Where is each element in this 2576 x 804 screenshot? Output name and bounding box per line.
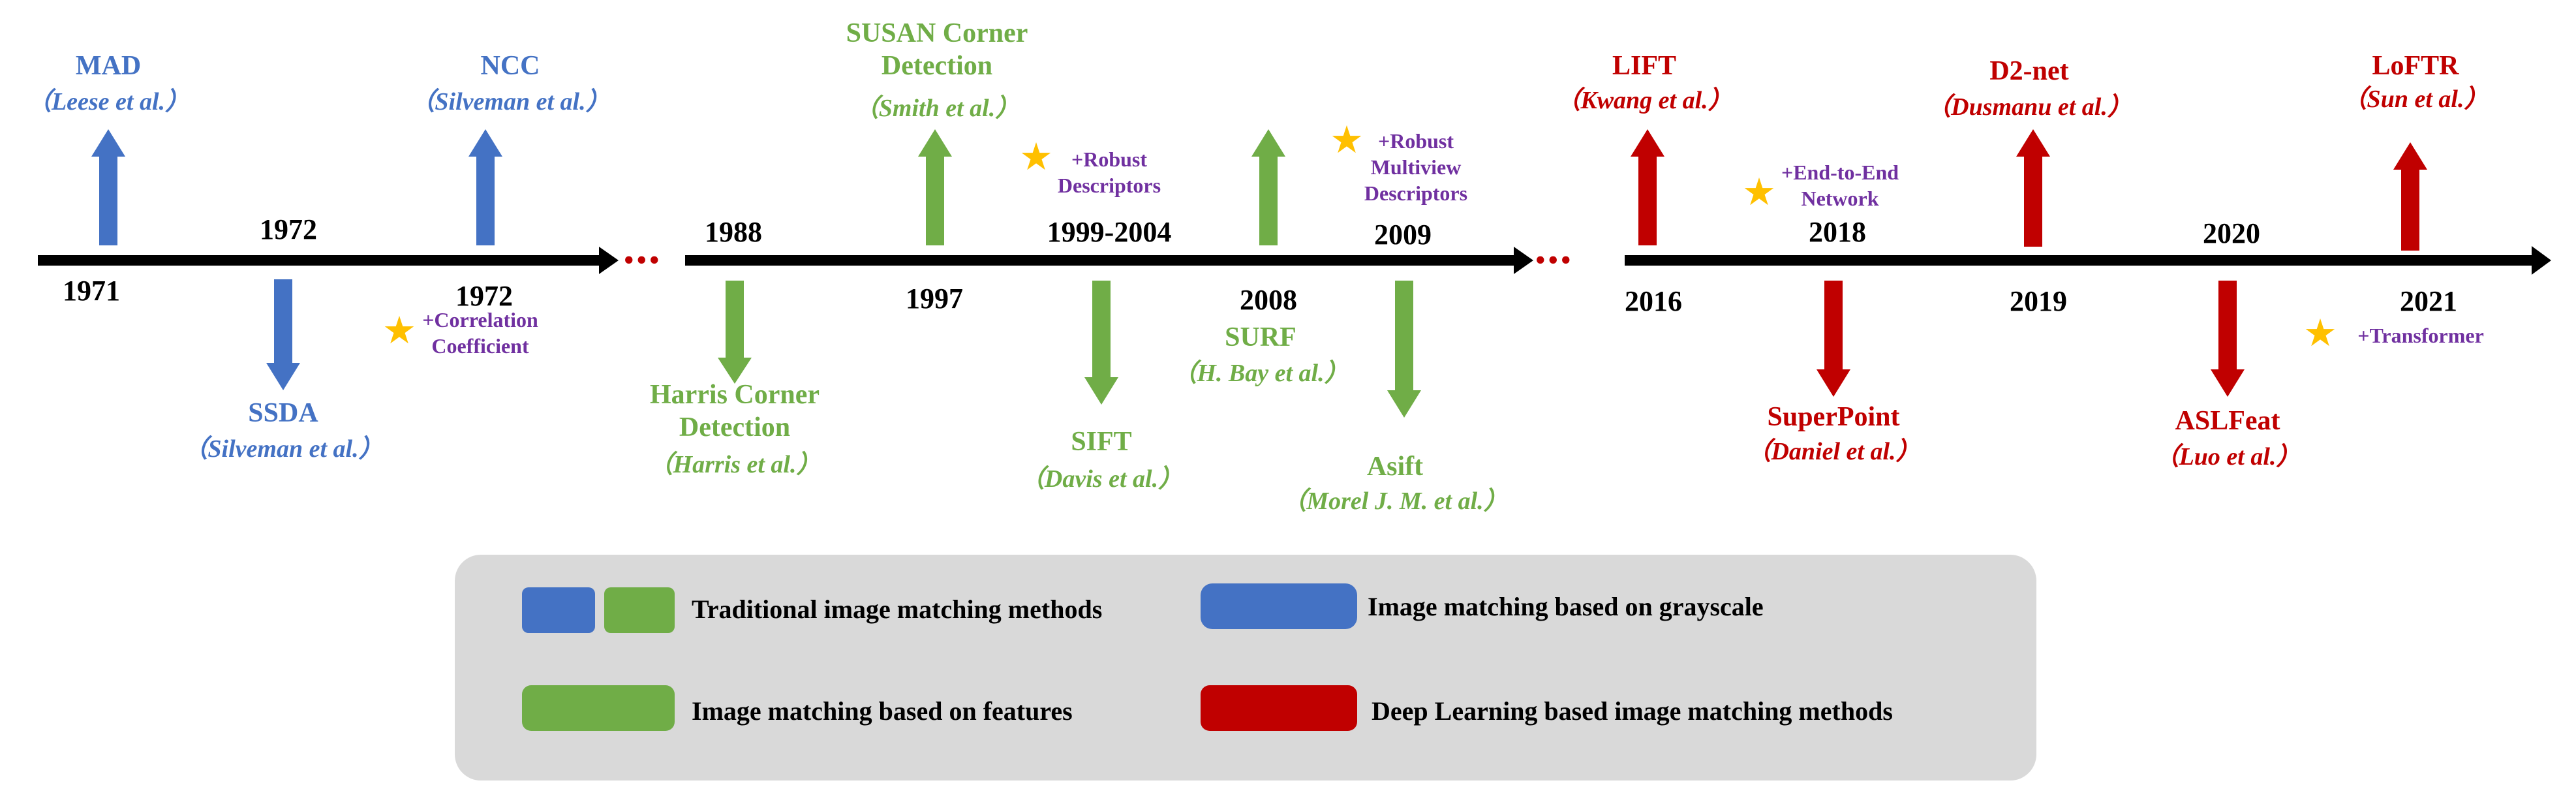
event-name-aslfeat: ASLFeat: [2175, 406, 2280, 436]
event-author-ssda: （Silveman et al.）: [183, 435, 384, 463]
legend-swatch-deep: [1201, 685, 1357, 731]
note-ncc: +Correlation Coefficient: [422, 307, 538, 359]
timeline-axis: [38, 246, 2551, 275]
susan-line1: SUSAN Corner: [846, 18, 1028, 48]
arrow-ncc: [468, 129, 502, 245]
event-year-ssda: 1972: [260, 213, 317, 245]
event-author-surf: （H. Bay et al.）: [1172, 360, 1349, 387]
star-icon-loftr: ★: [2303, 312, 2337, 354]
axis-segment-2: [685, 255, 1514, 266]
legend-swatch-features: [522, 685, 675, 731]
event-name-loftr: LoFTR: [2372, 51, 2459, 81]
event-year-mad: 1971: [63, 275, 120, 307]
event-name-ssda: SSDA: [248, 398, 318, 428]
legend-swatch-traditional-green: [604, 587, 675, 633]
arrow-sift: [1084, 281, 1118, 405]
note-ncc-line2: Coefficient: [431, 334, 529, 358]
star-icon-sift: ★: [1019, 136, 1053, 178]
event-author-d2net: （Dusmanu et al.）: [1926, 93, 2132, 121]
event-name-susan: SUSAN Corner Detection: [846, 17, 1028, 83]
legend-swatch-grayscale: [1201, 583, 1357, 629]
star-icon-asift: ★: [1330, 119, 1364, 161]
note-sift: +Robust Descriptors: [1058, 146, 1161, 198]
harris-line2: Detection: [679, 412, 791, 443]
note-asift-line1: +Robust: [1377, 129, 1454, 153]
event-author-asift: （Morel J. M. et al.）: [1281, 487, 1509, 515]
event-year-lift: 2016: [1625, 285, 1682, 317]
event-year-surf: 2008: [1240, 284, 1297, 316]
arrow-d2net: [2016, 129, 2050, 247]
note-ncc-line1: +Correlation: [422, 308, 538, 332]
legend-label-traditional: Traditional image matching methods: [692, 595, 1103, 624]
event-year-d2net: 2019: [2010, 285, 2067, 317]
event-name-surf: SURF: [1225, 322, 1296, 352]
axis-segment-1: [38, 255, 599, 266]
event-year-aslfeat: 2020: [2203, 217, 2260, 249]
note-asift: +Robust Multiview Descriptors: [1364, 128, 1467, 206]
event-author-aslfeat: （Luo et al.）: [2154, 443, 2301, 471]
axis-arrowhead-2: [1514, 247, 1533, 274]
event-author-susan: （Smith et al.）: [853, 95, 1020, 122]
legend-swatch-traditional-blue: [522, 587, 595, 633]
axis-segment-3: [1625, 255, 2532, 266]
star-icon-superpoint: ★: [1742, 171, 1776, 213]
arrow-surf: [1251, 129, 1285, 245]
star-icon-ncc: ★: [382, 309, 416, 352]
ellipsis-2: ...: [1535, 223, 1573, 273]
event-author-mad: （Leese et al.）: [26, 88, 191, 116]
event-author-superpoint: （Daniel et al.）: [1746, 438, 1921, 465]
event-year-superpoint: 2018: [1809, 216, 1866, 248]
event-year-harris: 1988: [705, 216, 762, 248]
note-sift-line2: Descriptors: [1057, 174, 1161, 197]
event-author-loftr: （Sun et al.）: [2342, 85, 2489, 113]
event-name-harris: Harris Corner Detection: [650, 379, 820, 444]
note-sift-line1: +Robust: [1071, 147, 1148, 171]
event-name-asift: Asift: [1366, 452, 1424, 482]
axis-arrowhead-1: [599, 247, 619, 274]
event-author-ncc: （Silveman et al.）: [410, 88, 611, 116]
legend-label-deep: Deep Learning based image matching metho…: [1372, 696, 1893, 726]
arrow-lift: [1631, 129, 1664, 245]
note-asift-line3: Descriptors: [1364, 181, 1468, 205]
event-author-harris: （Harris et al.）: [648, 451, 821, 478]
legend-label-grayscale: Image matching based on grayscale: [1368, 592, 1764, 621]
event-arrows: [91, 129, 2427, 418]
note-superpoint-line1: +End-to-End: [1781, 161, 1899, 184]
axis-arrowhead-final: [2532, 246, 2551, 275]
legend-label-features: Image matching based on features: [692, 696, 1073, 726]
event-name-ncc: NCC: [480, 51, 540, 81]
event-name-sift: SIFT: [1071, 427, 1132, 457]
event-name-superpoint: SuperPoint: [1767, 402, 1900, 432]
susan-line2: Detection: [881, 51, 993, 82]
arrow-ssda: [266, 279, 300, 390]
harris-line1: Harris Corner: [649, 380, 820, 410]
event-name-d2net: D2-net: [1989, 56, 2069, 86]
arrow-superpoint: [1817, 281, 1850, 397]
event-year-ncc: 1972: [455, 280, 513, 312]
event-name-mad: MAD: [75, 51, 142, 81]
note-superpoint-line2: Network: [1801, 187, 1879, 210]
event-year-sift: 1999-2004: [1047, 216, 1172, 248]
event-name-lift: LIFT: [1612, 51, 1677, 81]
note-superpoint: +End-to-End Network: [1781, 159, 1899, 211]
event-author-sift: （Davis et al.）: [1019, 465, 1184, 493]
arrow-harris: [718, 281, 752, 384]
event-year-susan: 1997: [906, 283, 963, 315]
arrow-mad: [91, 129, 125, 245]
arrow-aslfeat: [2211, 281, 2245, 397]
ellipsis-1: ...: [623, 223, 662, 273]
arrow-susan: [918, 129, 952, 245]
note-asift-line2: Multiview: [1370, 155, 1462, 179]
event-year-loftr: 2021: [2400, 285, 2457, 317]
event-author-lift: （Kwang et al.）: [1556, 87, 1733, 114]
arrow-loftr: [2393, 142, 2427, 251]
event-year-asift: 2009: [1374, 219, 1432, 251]
arrow-asift: [1387, 281, 1421, 418]
note-loftr: +Transformer: [2357, 324, 2484, 347]
